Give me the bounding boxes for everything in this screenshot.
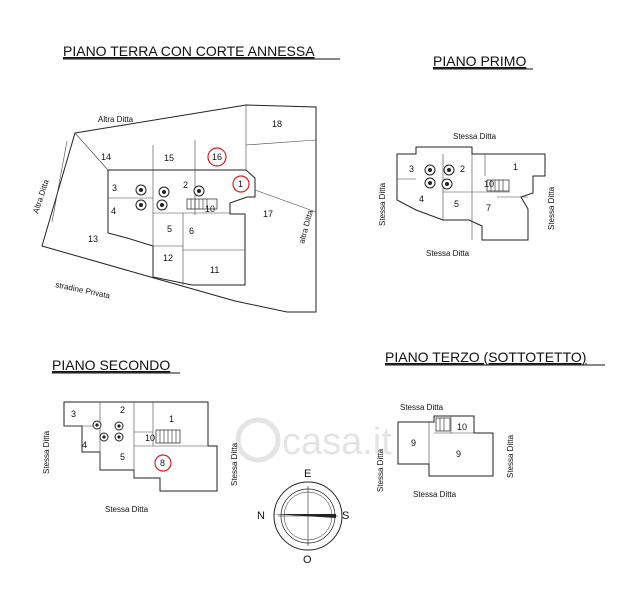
highlight-circle-1 bbox=[232, 175, 250, 193]
label-stessa-ditta-left: Stessa Ditta bbox=[376, 448, 385, 492]
room-5: 5 bbox=[454, 199, 459, 209]
room-7: 7 bbox=[486, 203, 491, 213]
room-3: 3 bbox=[71, 409, 76, 419]
room-10: 10 bbox=[145, 433, 155, 443]
label-altra-ditta-left: Altra Ditta bbox=[31, 178, 51, 215]
room-8: 8 bbox=[160, 458, 165, 468]
room-10: 10 bbox=[484, 179, 494, 189]
room-9-right: 9 bbox=[456, 449, 461, 459]
room-1: 1 bbox=[513, 162, 518, 172]
watermark: casa.it bbox=[235, 417, 392, 463]
watermark-text: casa.it bbox=[282, 421, 392, 463]
room-10: 10 bbox=[457, 422, 467, 432]
room-1: 1 bbox=[238, 179, 243, 189]
label-stessa-ditta-top: Stessa Ditta bbox=[453, 132, 497, 141]
room-2: 2 bbox=[460, 164, 465, 174]
label-stessa-ditta-left: Stessa Ditta bbox=[378, 182, 387, 226]
label-stessa-ditta-bottom: Stessa Ditta bbox=[105, 505, 149, 514]
label-altra-ditta-top: Altra Ditta bbox=[98, 115, 134, 124]
title-ground-floor: PIANO TERRA CON CORTE ANNESSA bbox=[63, 43, 315, 59]
room-5: 5 bbox=[120, 452, 125, 462]
compass-n-label: N bbox=[257, 510, 265, 522]
label-stessa-ditta-top: Stessa Ditta bbox=[400, 403, 444, 412]
room-18: 18 bbox=[272, 119, 282, 129]
compass-s-label: S bbox=[342, 510, 349, 522]
room-9-left: 9 bbox=[411, 438, 416, 448]
label-stessa-ditta-bottom: Stessa Ditta bbox=[426, 249, 470, 258]
ground-floor-plan: 1 2 3 4 5 6 10 11 12 13 14 15 16 17 18 A… bbox=[31, 104, 317, 313]
room-11: 11 bbox=[210, 265, 219, 275]
highlight-circle-16 bbox=[207, 147, 227, 167]
spiral-stair-icon bbox=[424, 164, 455, 190]
label-stessa-ditta-left: Stessa Ditta bbox=[42, 430, 51, 474]
room-15: 15 bbox=[164, 153, 174, 163]
room-4: 4 bbox=[82, 440, 87, 450]
label-stessa-ditta-right: Stessa Ditta bbox=[506, 434, 515, 478]
room-4: 4 bbox=[111, 206, 116, 216]
highlight-circle-8 bbox=[154, 454, 172, 472]
title-third-floor: PIANO TERZO (SOTTOTETTO) bbox=[385, 349, 586, 365]
room-16: 16 bbox=[212, 152, 222, 162]
room-4: 4 bbox=[419, 194, 424, 204]
label-stessa-ditta-bottom: Stessa Ditta bbox=[413, 490, 457, 499]
first-floor-plan: 1 2 3 4 5 7 10 Stessa Ditta Stessa Ditta… bbox=[378, 132, 556, 258]
room-17: 17 bbox=[263, 209, 273, 219]
label-altra-ditta-right: altra Ditta bbox=[297, 209, 315, 245]
compass-o-label: O bbox=[303, 554, 312, 566]
room-1: 1 bbox=[169, 414, 174, 424]
second-floor-plan: 1 2 3 4 5 8 10 Stessa Ditta Stessa Ditta… bbox=[42, 401, 239, 514]
room-2: 2 bbox=[120, 405, 125, 415]
room-14: 14 bbox=[101, 152, 111, 162]
spiral-stair-icon bbox=[135, 184, 205, 211]
label-stessa-ditta-right: Stessa Ditta bbox=[547, 186, 556, 230]
spiral-stair-icon bbox=[92, 420, 124, 442]
third-floor-plan: 9 10 9 Stessa Ditta Stessa Ditta Stessa … bbox=[376, 403, 515, 499]
room-12: 12 bbox=[163, 253, 173, 263]
room-2: 2 bbox=[183, 180, 188, 190]
room-6: 6 bbox=[189, 226, 194, 236]
room-13: 13 bbox=[88, 234, 98, 244]
room-3: 3 bbox=[112, 183, 117, 193]
title-first-floor: PIANO PRIMO bbox=[433, 53, 526, 69]
title-second-floor: PIANO SECONDO bbox=[52, 357, 170, 373]
room-5: 5 bbox=[167, 224, 172, 234]
room-3: 3 bbox=[409, 164, 414, 174]
compass-e-label: E bbox=[304, 468, 311, 480]
room-10: 10 bbox=[205, 204, 215, 214]
label-stradine-privata: stradine Privata bbox=[55, 280, 112, 300]
label-stessa-ditta-right: Stessa Ditta bbox=[230, 442, 239, 486]
compass-rose: E N S O bbox=[257, 468, 349, 566]
